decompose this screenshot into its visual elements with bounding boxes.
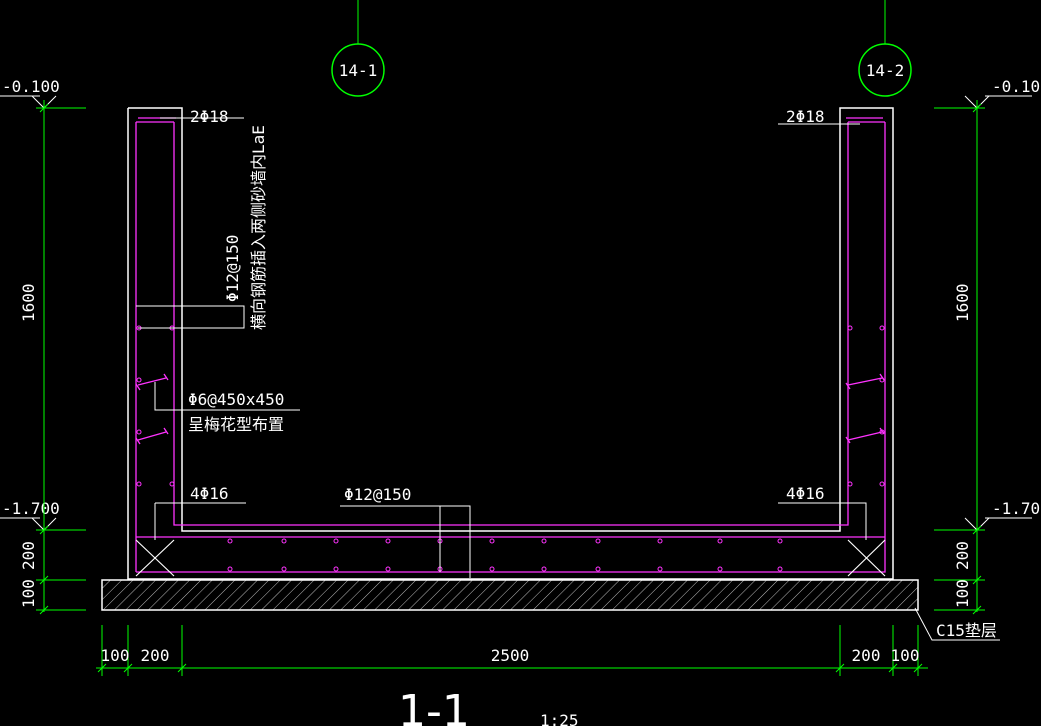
dim-bottom-4: 100 [891,646,920,665]
dim-right-base: 200 [953,541,972,570]
rebar-dots [136,325,885,572]
rebar-labels: 2Φ18 2Φ18 Φ12@150 横向钢筋插入两侧砂墙内LaE Φ6@450x… [188,107,825,504]
label-tie-note: 呈梅花型布置 [188,415,284,434]
dim-bottom-1: 200 [141,646,170,665]
elevation-top-left: -0.100 [2,77,60,96]
axis-bubble-left-label: 14-1 [339,61,378,80]
elevation-bottom-left: -1.700 [2,499,60,518]
corner-marks [135,539,886,577]
axis-left: 14-1 [331,0,385,97]
label-2phi18-right: 2Φ18 [786,107,825,126]
section-title-group: 1-1 1:25 [398,686,579,726]
section-title: 1-1 [398,686,470,726]
label-tie: Φ6@450x450 [188,390,284,409]
dim-right-height: 1600 [953,283,972,322]
cushion-layer [101,579,919,611]
leaders [136,117,867,578]
dim-left-height: 1600 [19,283,38,322]
label-2phi18-left: 2Φ18 [190,107,229,126]
elevation-labels: -0.100 -1.700 -0.100 -1.700 [2,77,1041,518]
axis-bubble-right-label: 14-2 [866,61,905,80]
cushion-label: C15垫层 [936,621,997,640]
concrete-outline [127,107,894,580]
dim-right-cushion: 100 [953,579,972,608]
elevation-bottom-right: -1.700 [992,499,1041,518]
dim-bottom-2: 2500 [491,646,530,665]
cushion-callout: C15垫层 [914,607,1000,641]
elevation-markers [0,95,1032,531]
elevation-top-right: -0.100 [992,77,1041,96]
label-4phi16-right: 4Φ16 [786,484,825,503]
rebar [135,117,886,573]
section-scale: 1:25 [540,711,579,726]
dim-left-cushion: 100 [19,579,38,608]
label-bottom-slab: Φ12@150 [344,485,411,504]
dim-bottom-3: 200 [852,646,881,665]
dim-left-base: 200 [19,541,38,570]
dimension-lines [36,100,985,676]
axis-right: 14-2 [858,0,912,97]
dimension-labels: 1600 200 100 1600 200 100 100 200 2500 2… [19,283,972,665]
dim-bottom-0: 100 [101,646,130,665]
label-wall-horizontal: Φ12@150 [223,235,242,302]
label-wall-horizontal-note: 横向钢筋插入两侧砂墙内LaE [249,125,268,330]
label-4phi16-left: 4Φ16 [190,484,229,503]
